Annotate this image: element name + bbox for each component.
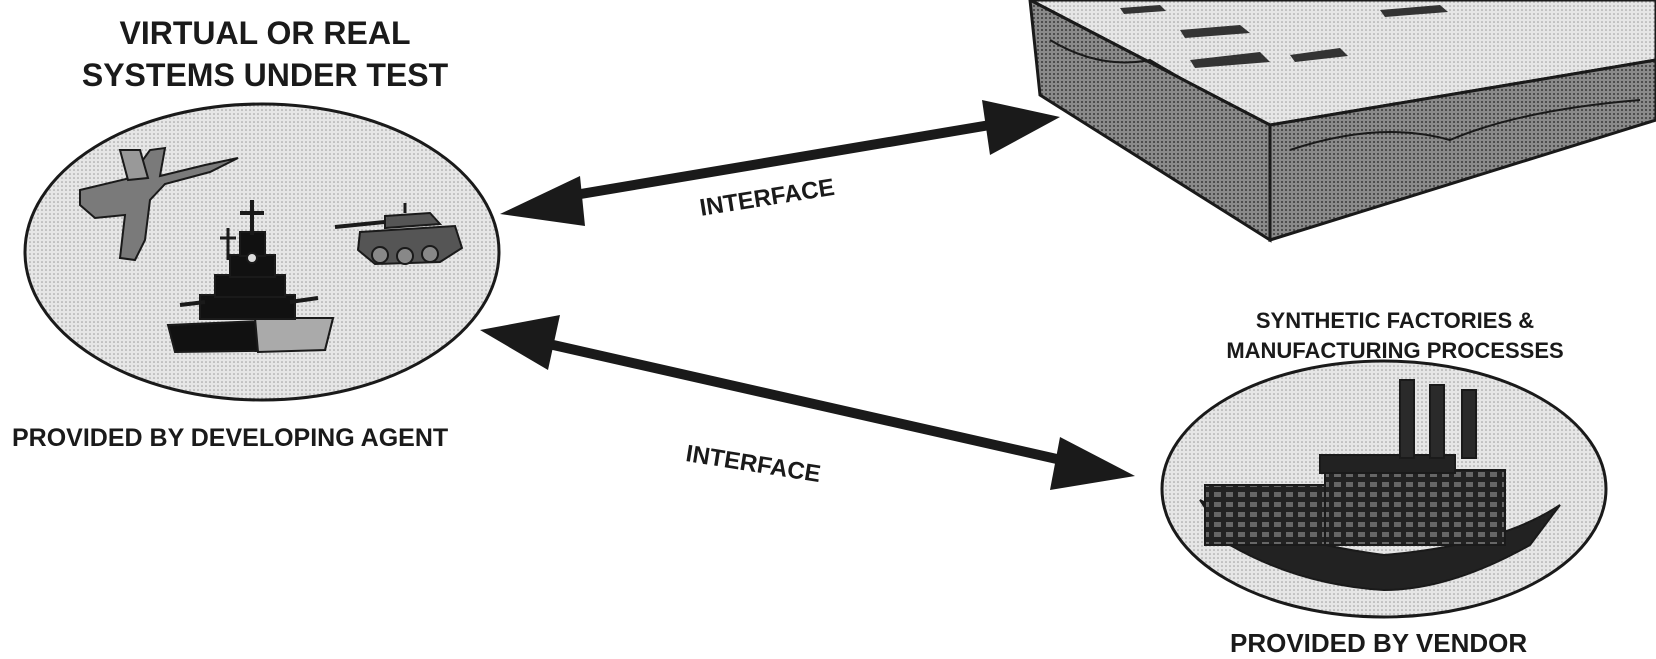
factory-group (1160, 359, 1608, 619)
tank-icon (334, 203, 464, 266)
fighter-jet-icon (79, 146, 239, 262)
battleship-icon (166, 200, 335, 354)
systems-under-test-line-1: VIRTUAL OR REAL (119, 15, 411, 51)
synthetic-terrain-icon (1028, 0, 1656, 243)
synthetic-factories-line-2: MANUFACTURING PROCESSES (1226, 338, 1564, 363)
synthetic-factories-title: SYNTHETIC FACTORIES & MANUFACTURING PROC… (1170, 306, 1620, 366)
provided-by-vendor-label: PROVIDED BY VENDOR (1230, 628, 1528, 658)
interface-arrow-upper (500, 100, 1060, 226)
provided-by-developing-agent-label: PROVIDED BY DEVELOPING AGENT (12, 424, 449, 452)
systems-under-test-title: VIRTUAL OR REAL SYSTEMS UNDER TEST (20, 12, 510, 96)
systems-under-test-line-2: SYSTEMS UNDER TEST (81, 57, 449, 93)
interface-arrow-lower (480, 315, 1135, 490)
systems-under-test-group (23, 102, 501, 402)
synthetic-factories-line-1: SYNTHETIC FACTORIES & (1255, 308, 1535, 333)
factory-icon (1199, 379, 1561, 592)
